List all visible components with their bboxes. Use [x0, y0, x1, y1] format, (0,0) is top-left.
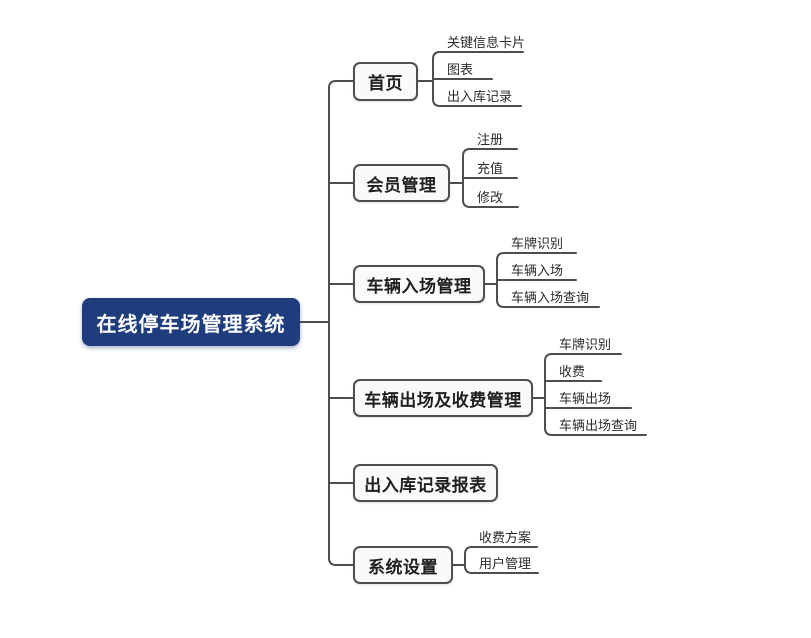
leaf-node-plate-recognition-exit[interactable]: 车牌识别	[559, 337, 612, 352]
leaf-node-plate-recognition-entry[interactable]: 车牌识别	[511, 236, 564, 251]
branch-node-member-management[interactable]: 会员管理	[353, 164, 450, 202]
leaf-node-fee-charge[interactable]: 收费	[559, 364, 586, 379]
leaf-node-charts[interactable]: 图表	[447, 62, 474, 77]
connector-settings-children	[464, 546, 539, 574]
branch-node-vehicle-entry-management[interactable]: 车辆入场管理	[353, 265, 485, 303]
leaf-node-vehicle-exit-query[interactable]: 车辆出场查询	[559, 418, 638, 433]
leaf-node-vehicle-exit[interactable]: 车辆出场	[559, 391, 612, 406]
leaf-node-recharge[interactable]: 充值	[477, 161, 504, 176]
branch-node-vehicle-entry-management-label: 车辆入场管理	[366, 276, 472, 296]
branch-node-member-management-label: 会员管理	[366, 175, 437, 195]
leaf-node-modify[interactable]: 修改	[477, 190, 504, 205]
root-node-label: 在线停车场管理系统	[96, 313, 286, 336]
branch-node-system-settings-label: 系统设置	[368, 557, 438, 577]
leaf-node-vehicle-entry-query[interactable]: 车辆入场查询	[511, 290, 590, 305]
branch-node-system-settings[interactable]: 系统设置	[353, 546, 453, 584]
leaf-node-user-management[interactable]: 用户管理	[479, 556, 532, 571]
branch-node-home[interactable]: 首页	[353, 62, 418, 101]
leaf-node-register[interactable]: 注册	[477, 132, 504, 147]
connector-exit-children	[544, 353, 647, 436]
branch-node-vehicle-exit-fee-management-label: 车辆出场及收费管理	[364, 390, 522, 410]
leaf-node-fee-plan[interactable]: 收费方案	[479, 530, 532, 545]
leaf-node-key-info-cards[interactable]: 关键信息卡片	[447, 35, 526, 50]
branch-node-inout-record-report[interactable]: 出入库记录报表	[353, 464, 498, 502]
leaf-node-inout-records[interactable]: 出入库记录	[447, 89, 513, 104]
root-node[interactable]: 在线停车场管理系统	[82, 298, 300, 346]
branch-node-inout-record-report-label: 出入库记录报表	[364, 475, 487, 495]
branch-node-home-label: 首页	[368, 74, 403, 93]
branch-node-vehicle-exit-fee-management[interactable]: 车辆出场及收费管理	[353, 379, 533, 417]
leaf-node-vehicle-entry[interactable]: 车辆入场	[511, 263, 564, 278]
connector-trunk	[328, 80, 354, 566]
